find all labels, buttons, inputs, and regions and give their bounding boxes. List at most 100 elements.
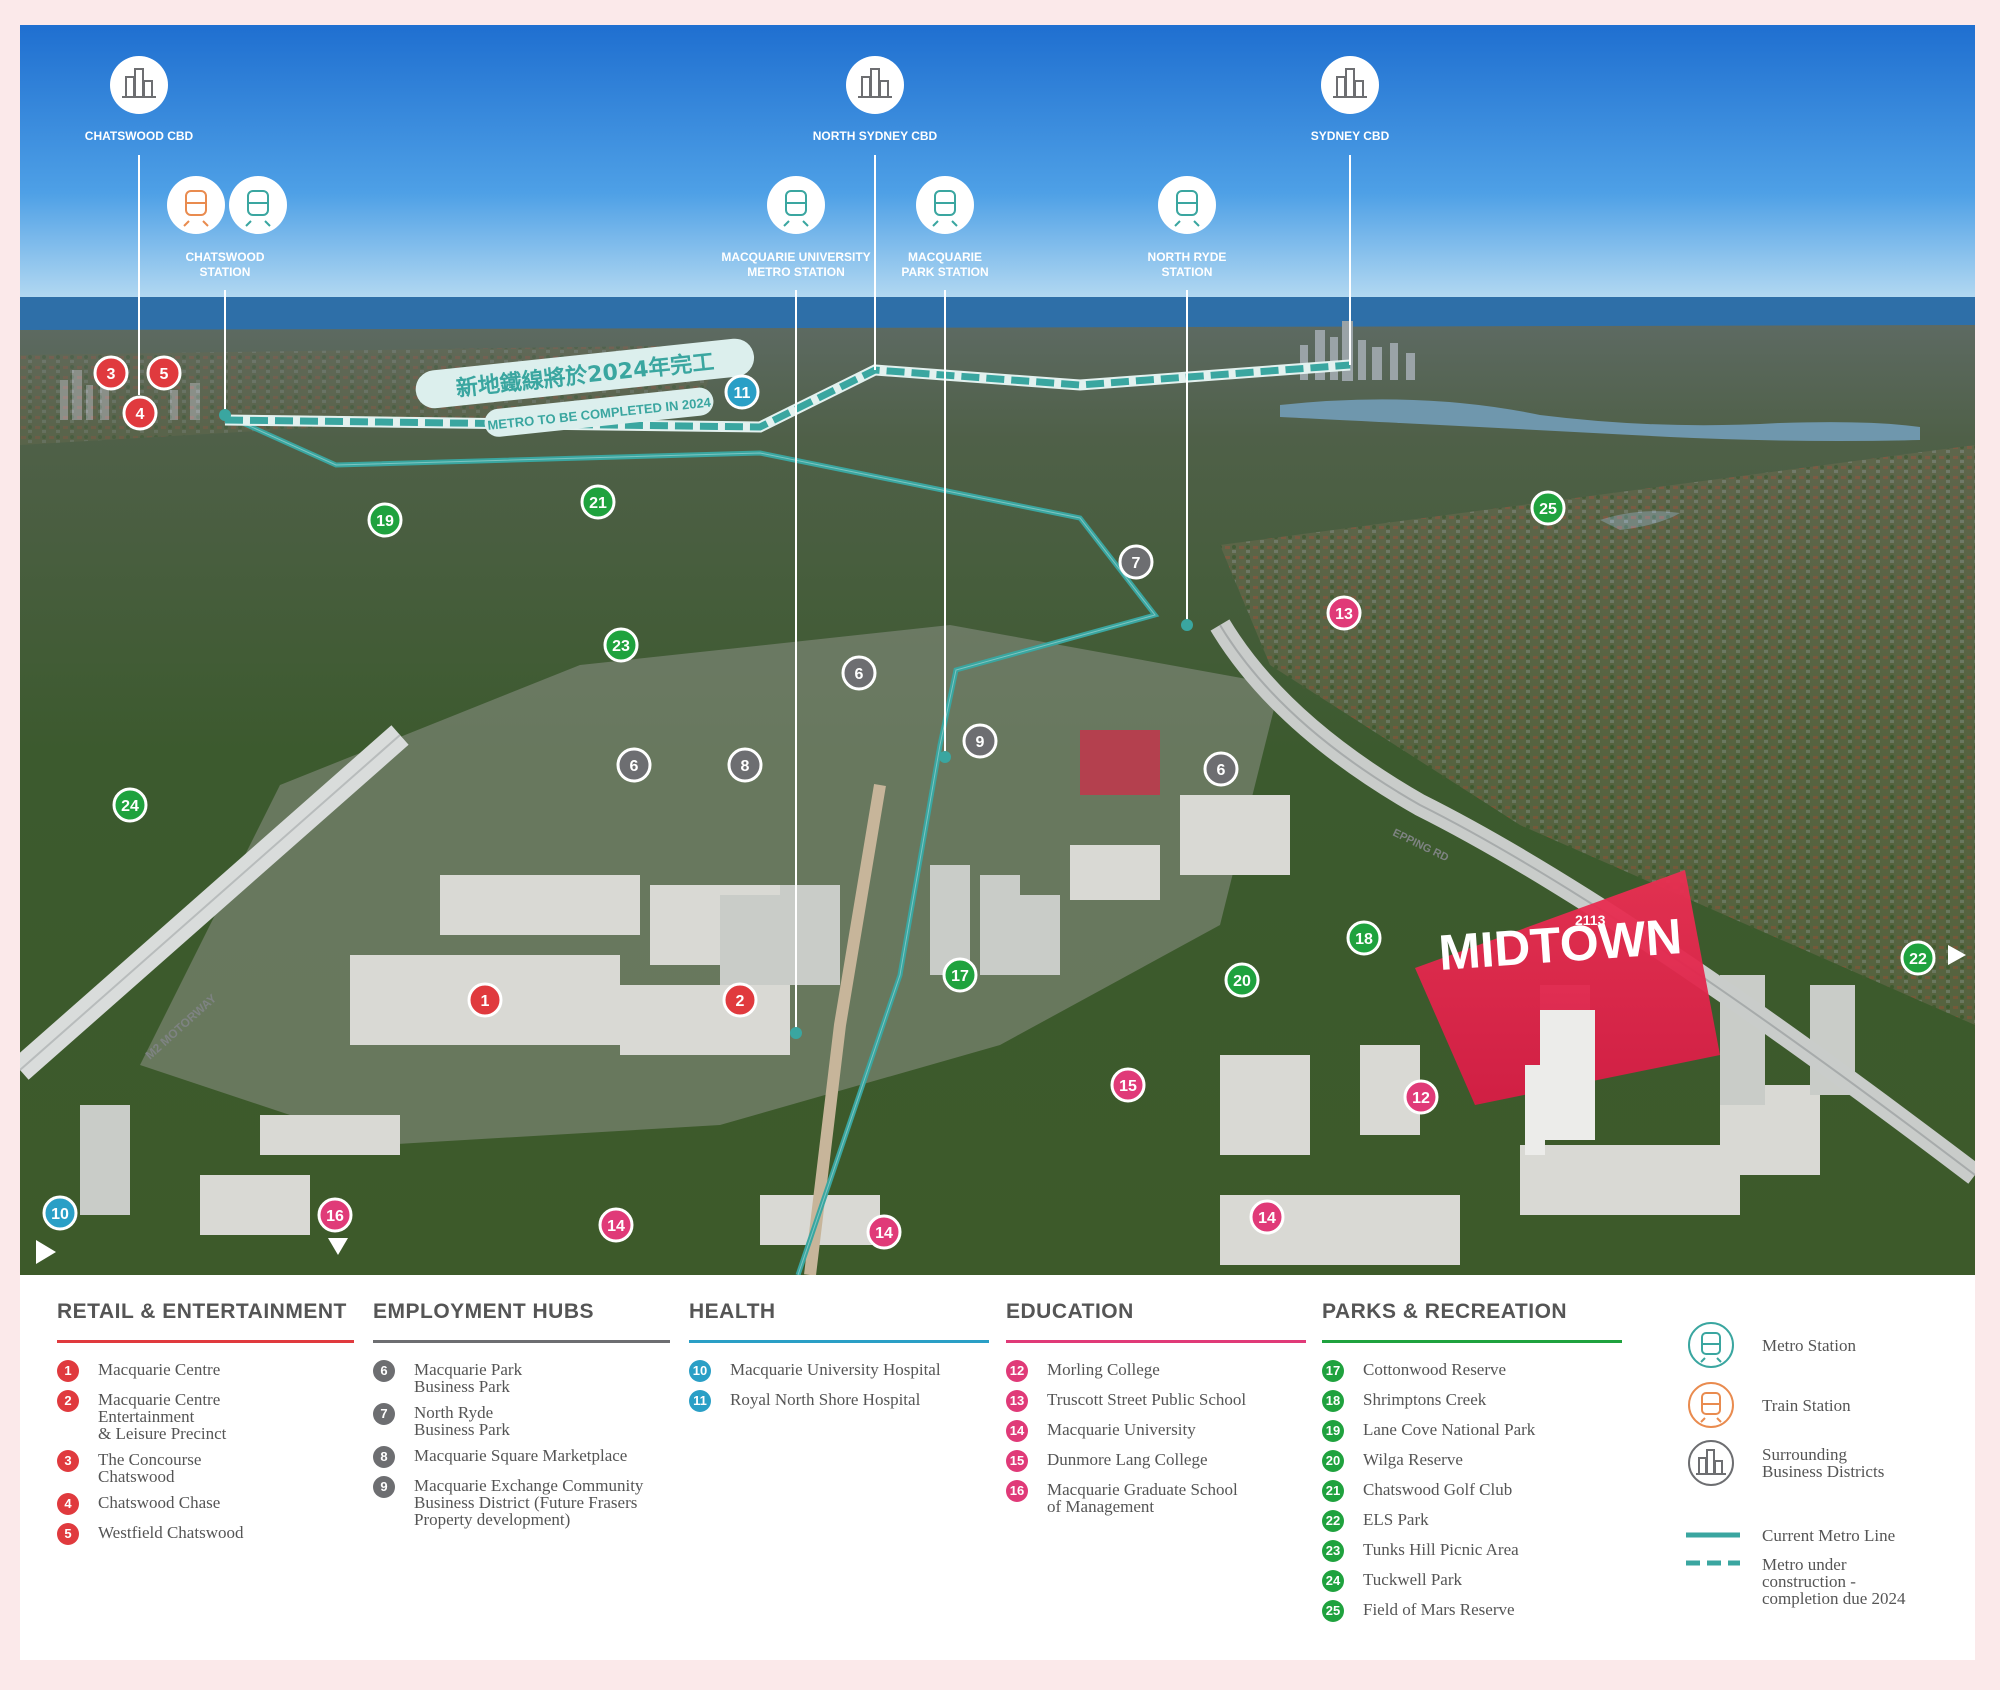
key-metro-construction: Metro under construction - completion du… — [1686, 1556, 1906, 1607]
map-pin-number: 21 — [589, 495, 607, 512]
train-icon — [167, 176, 225, 234]
map-pin-number: 13 — [1335, 606, 1353, 623]
legend-health-rule — [689, 1340, 989, 1343]
legend-number-badge: 12 — [1006, 1360, 1028, 1382]
key-metro-station-label: Metro Station — [1762, 1335, 1856, 1355]
map-pin-number: 14 — [875, 1225, 893, 1242]
map-pin-number: 5 — [160, 366, 169, 383]
label-chatswood-cbd: CHATSWOOD CBD — [85, 129, 194, 143]
legend-item-label: Chatswood Golf Club — [1363, 1480, 1513, 1499]
map-pin-number: 4 — [136, 406, 145, 423]
aerial-map: 2113 MIDTOWN M2 MOTORWAY EPPING RD 新地鐵線將… — [20, 25, 1975, 1275]
map-pin-number: 12 — [1412, 1090, 1430, 1107]
map-pin-number: 7 — [1132, 555, 1141, 572]
map-pin-retail: 4 — [122, 395, 158, 431]
legend-number-badge: 24 — [1322, 1570, 1344, 1592]
map-pin-parks: 20 — [1224, 962, 1260, 998]
legend-employment-rule — [373, 1340, 670, 1343]
legend-item-label: Macquarie Graduate School of Management — [1047, 1480, 1238, 1516]
legend-number-badge: 9 — [373, 1476, 395, 1498]
current-metro-line — [223, 412, 1160, 1275]
legend-item-label: Dunmore Lang College — [1047, 1450, 1208, 1469]
map-pin-number: 2 — [736, 993, 745, 1010]
legend-number-badge: 6 — [373, 1360, 395, 1382]
map-pin-number: 10 — [51, 1206, 69, 1223]
legend-item-label: Royal North Shore Hospital — [730, 1390, 921, 1409]
legend-item: 3 The Concourse Chatswood — [57, 1449, 354, 1485]
map-pin-education: 15 — [1110, 1067, 1146, 1103]
map-pin-number: 18 — [1355, 931, 1373, 948]
legend-item-label: Field of Mars Reserve — [1363, 1600, 1515, 1619]
map-pin-number: 11 — [734, 385, 751, 402]
legend-item: 1 Macquarie Centre — [57, 1359, 354, 1382]
map-pin-health: 11 — [724, 374, 760, 410]
legend-number-badge: 5 — [57, 1523, 79, 1545]
legend-number-badge: 4 — [57, 1493, 79, 1515]
legend-item-label: North Ryde Business Park — [414, 1403, 510, 1439]
legend-item-label: The Concourse Chatswood — [98, 1450, 202, 1486]
legend-number-badge: 8 — [373, 1446, 395, 1468]
station-label-line: CHATSWOOD — [185, 250, 264, 264]
midtown-site — [1415, 870, 1720, 1105]
legend-item-label: Lane Cove National Park — [1363, 1420, 1536, 1439]
legend-item-label: Truscott Street Public School — [1047, 1390, 1247, 1409]
map-pin-number: 6 — [630, 758, 639, 775]
legend-item-label: Chatswood Chase — [98, 1493, 221, 1512]
key-current-metro-label: Current Metro Line — [1762, 1525, 1896, 1545]
map-pin-number: 9 — [976, 734, 985, 751]
legend-item-label: Tuckwell Park — [1363, 1570, 1463, 1589]
map-pin-education: 14 — [866, 1214, 902, 1250]
key-train-station: Train Station — [1686, 1380, 1851, 1430]
map-pin-education: 14 — [598, 1207, 634, 1243]
legend-number-badge: 17 — [1322, 1360, 1344, 1382]
map-pin-number: 6 — [855, 666, 864, 683]
legend-number-badge: 22 — [1322, 1510, 1344, 1532]
label-north-sydney-cbd: NORTH SYDNEY CBD — [813, 129, 938, 143]
map-pin-parks: 19 — [367, 502, 403, 538]
map-pin-retail: 1 — [467, 982, 503, 1018]
key-business-districts-label: Surrounding Business Districts — [1762, 1445, 1885, 1481]
arrow-down-icon — [328, 1238, 348, 1255]
legend-item-label: Macquarie Square Marketplace — [414, 1446, 628, 1465]
map-pin-parks: 18 — [1346, 920, 1382, 956]
legend-number-badge: 16 — [1006, 1480, 1028, 1502]
legend-item: 4 Chatswood Chase — [57, 1492, 354, 1515]
map-pin-parks: 21 — [580, 484, 616, 520]
map-pin-number: 22 — [1909, 951, 1927, 968]
legend-parks-title: PARKS & RECREATION — [1322, 1300, 1568, 1323]
map-pin-number: 8 — [741, 758, 750, 775]
legend-item-label: ELS Park — [1363, 1510, 1429, 1529]
metro-icon — [767, 176, 825, 234]
legend-number-badge: 1 — [57, 1360, 79, 1382]
map-pin-number: 14 — [1258, 1210, 1276, 1227]
map-pin-employment: 8 — [727, 747, 763, 783]
legend-item: 22 ELS Park — [1322, 1509, 1622, 1532]
key-train-station-label: Train Station — [1762, 1395, 1851, 1415]
legend-item-label: Macquarie Park Business Park — [414, 1360, 523, 1396]
legend-education-title: EDUCATION — [1006, 1300, 1134, 1323]
legend-number-badge: 18 — [1322, 1390, 1344, 1412]
key-metro-construction-label: Metro under construction - completion du… — [1762, 1555, 1906, 1608]
arrow-left-icon — [36, 1240, 56, 1264]
legend-number-badge: 14 — [1006, 1420, 1028, 1442]
legend-item-label: Macquarie Centre — [98, 1360, 221, 1379]
legend-number-badge: 3 — [57, 1450, 79, 1472]
legend-retail-title: RETAIL & ENTERTAINMENT — [57, 1300, 347, 1323]
metro-construction-line-swatch — [1686, 1560, 1740, 1566]
key-metro-station: Metro Station — [1686, 1320, 1856, 1370]
